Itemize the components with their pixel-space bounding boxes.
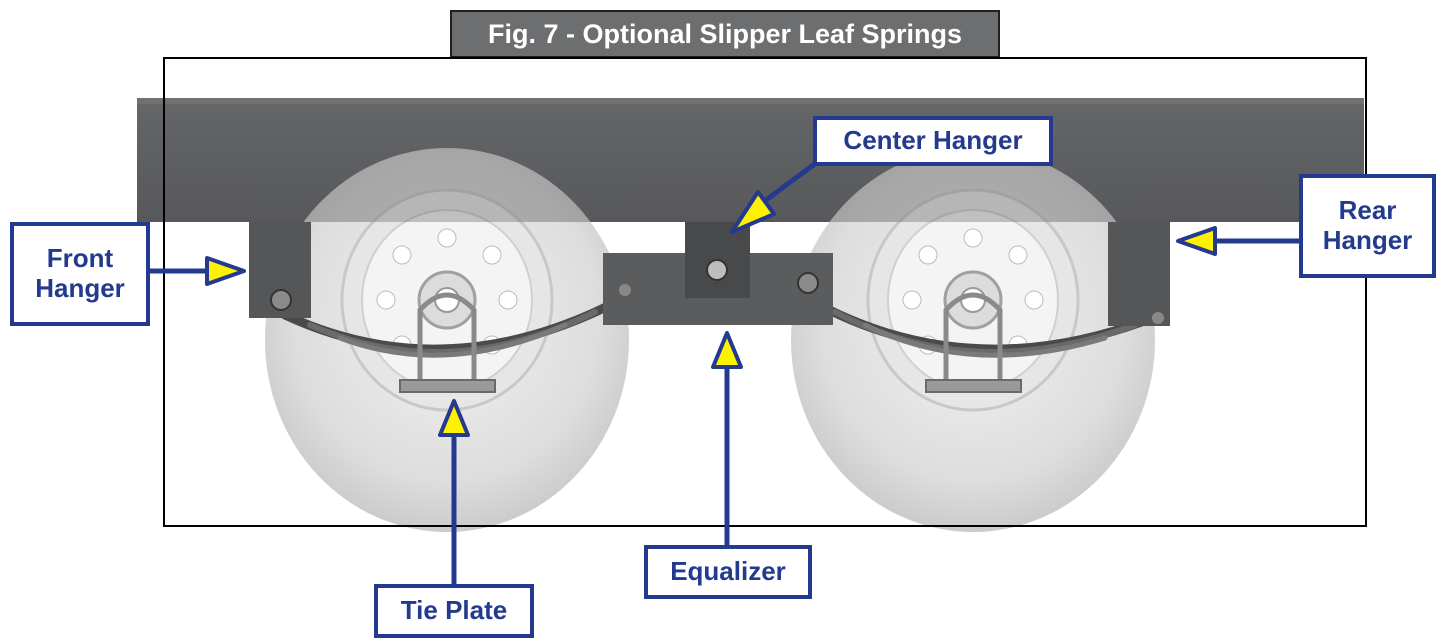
center-hanger-part	[685, 222, 750, 298]
front-hanger-part	[249, 222, 311, 318]
center-hanger-label: Center Hanger	[813, 116, 1053, 166]
tie-plate-label: Tie Plate	[374, 584, 534, 638]
tie-plate-arrow	[438, 399, 470, 585]
rear-hanger-line1: Rear	[1338, 195, 1397, 226]
figure-title: Fig. 7 - Optional Slipper Leaf Springs	[450, 10, 1000, 58]
rear-hanger-part	[1108, 222, 1170, 326]
rear-hanger-line2: Hanger	[1322, 225, 1413, 255]
rear-u-bolt	[925, 292, 1022, 393]
front-u-bolt	[399, 292, 496, 393]
front-leaf-spring	[280, 295, 625, 358]
rear-hanger-label: Rear Hanger	[1299, 174, 1436, 278]
rear-leaf-spring	[805, 295, 1165, 358]
equalizer-arrow	[711, 331, 743, 545]
center-hanger-arrow	[730, 157, 822, 234]
front-wheel	[265, 148, 629, 532]
front-hanger-line1: Front	[46, 243, 114, 274]
rear-hanger-arrow	[1176, 226, 1300, 256]
front-hanger-line2: Hanger	[35, 273, 125, 303]
front-hanger-arrow	[147, 256, 246, 286]
equalizer-label: Equalizer	[644, 545, 812, 599]
front-hanger-label: Front Hanger	[10, 222, 150, 326]
